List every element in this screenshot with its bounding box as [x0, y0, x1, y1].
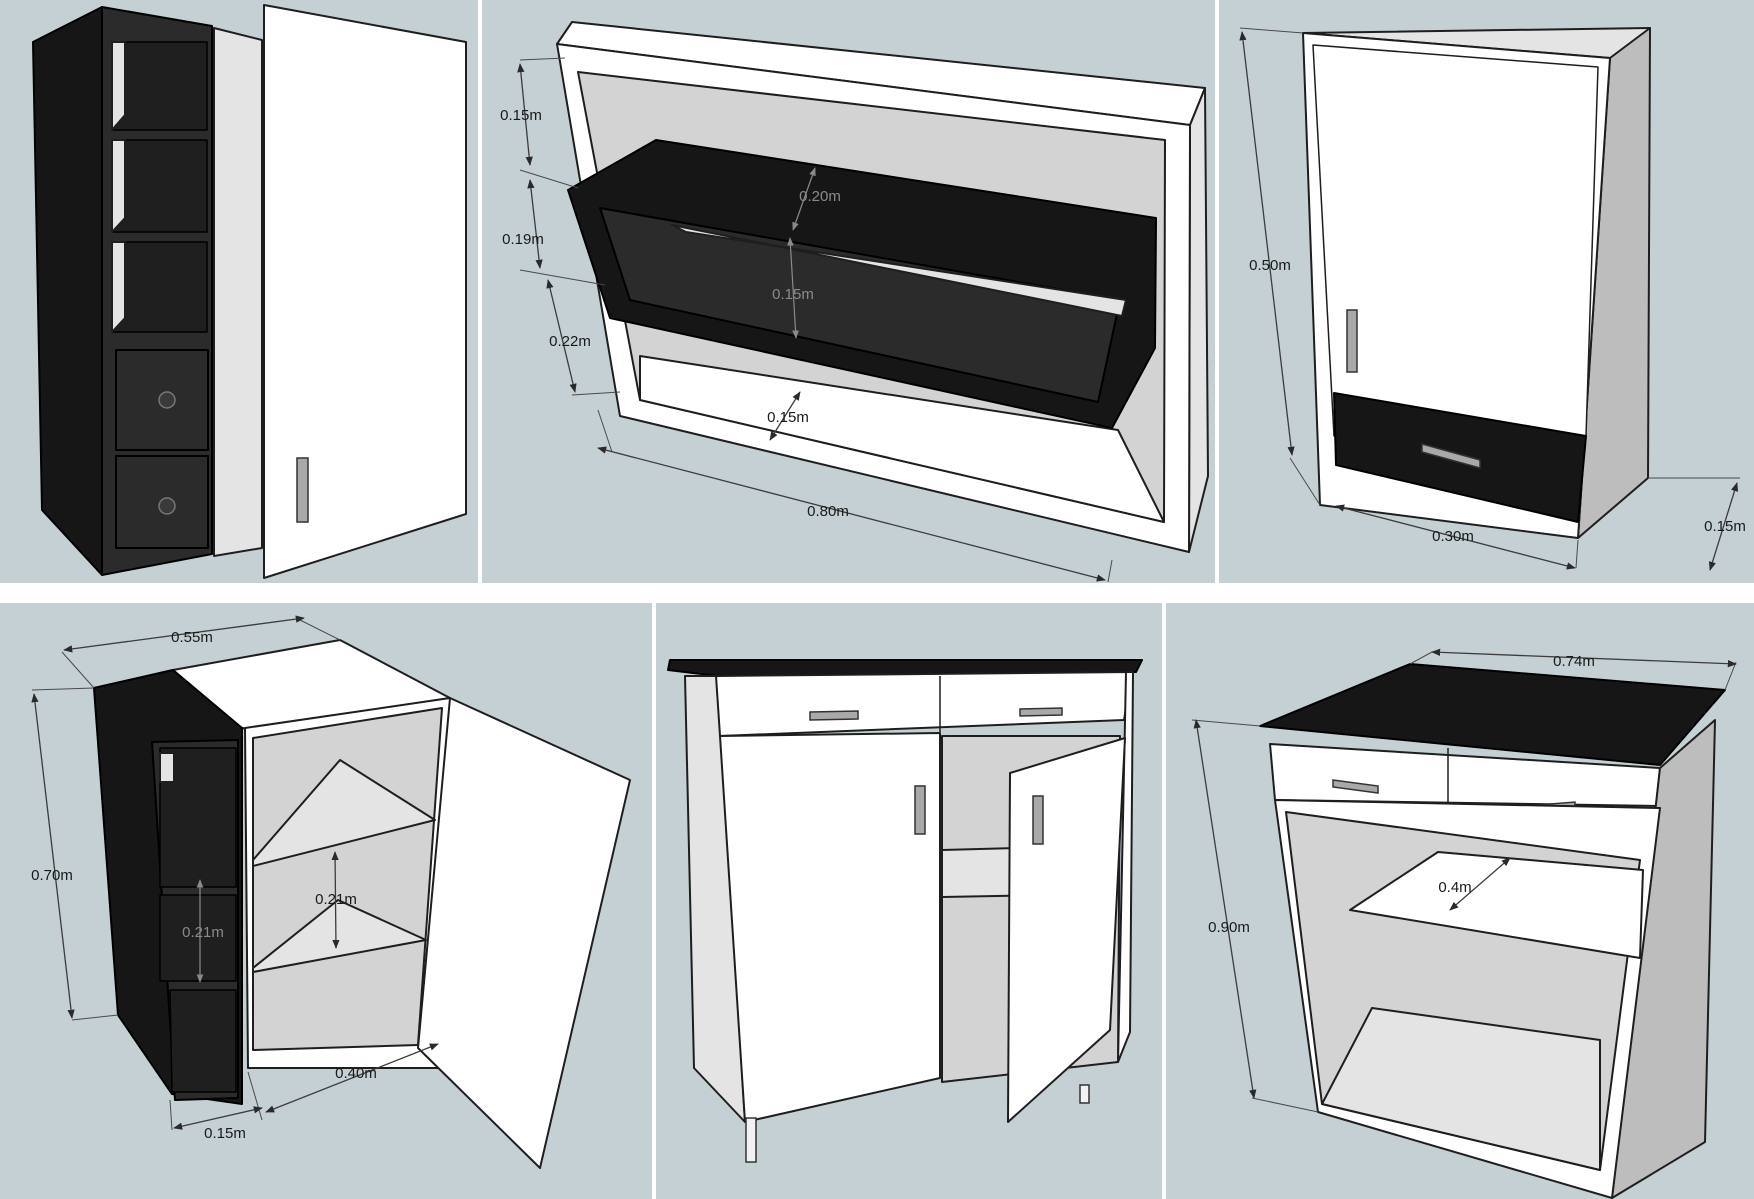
dim-height: 0.50m — [1249, 257, 1291, 274]
wall-cabinet-dimensions: 0.50m 0.30m 0.15m — [1239, 27, 1746, 571]
open-wall-shelf-dimensions: 0.15m 0.19m 0.22m 0.20m 0.15m 0.15m 0.80… — [500, 57, 1113, 583]
base-cabinet-two-doors — [667, 659, 1143, 1163]
dim-top-gap: 0.15m — [500, 107, 542, 124]
dim-side-width: 0.15m — [204, 1125, 246, 1142]
tall-cabinet — [32, 4, 467, 579]
dim-box-depth: 0.20m — [799, 188, 841, 205]
dim-side-shelf-gap: 0.21m — [182, 924, 224, 941]
dim-height: 0.90m — [1208, 919, 1250, 936]
dim-shelf-gap: 0.21m — [315, 891, 357, 908]
counter-island-dimensions: 0.74m 0.90m 0.4m — [1191, 648, 1737, 1113]
counter-island-cabinet — [1259, 663, 1726, 1199]
dim-shelf-depth: 0.15m — [767, 409, 809, 426]
dim-top-depth: 0.74m — [1553, 653, 1595, 670]
dim-height: 0.70m — [31, 867, 73, 884]
dim-bottom-gap: 0.22m — [549, 333, 591, 350]
open-wall-shelf — [556, 21, 1209, 553]
dim-shelf-depth: 0.4m — [1438, 879, 1471, 896]
dim-total-width: 0.80m — [807, 503, 849, 520]
dim-inner-width: 0.40m — [335, 1065, 377, 1082]
dim-box-inner-height: 0.15m — [772, 286, 814, 303]
wall-cabinet-with-drawer — [1302, 27, 1651, 539]
dim-depth: 0.15m — [1704, 518, 1746, 535]
dim-box-height: 0.19m — [502, 231, 544, 248]
dim-overall-depth: 0.55m — [171, 629, 213, 646]
dim-width: 0.30m — [1432, 528, 1474, 545]
corner-cabinet-dimensions: 0.55m 0.70m 0.21m 0.21m 0.40m 0.15m — [31, 615, 439, 1142]
corner-cabinet-with-side-shelf — [93, 639, 631, 1169]
